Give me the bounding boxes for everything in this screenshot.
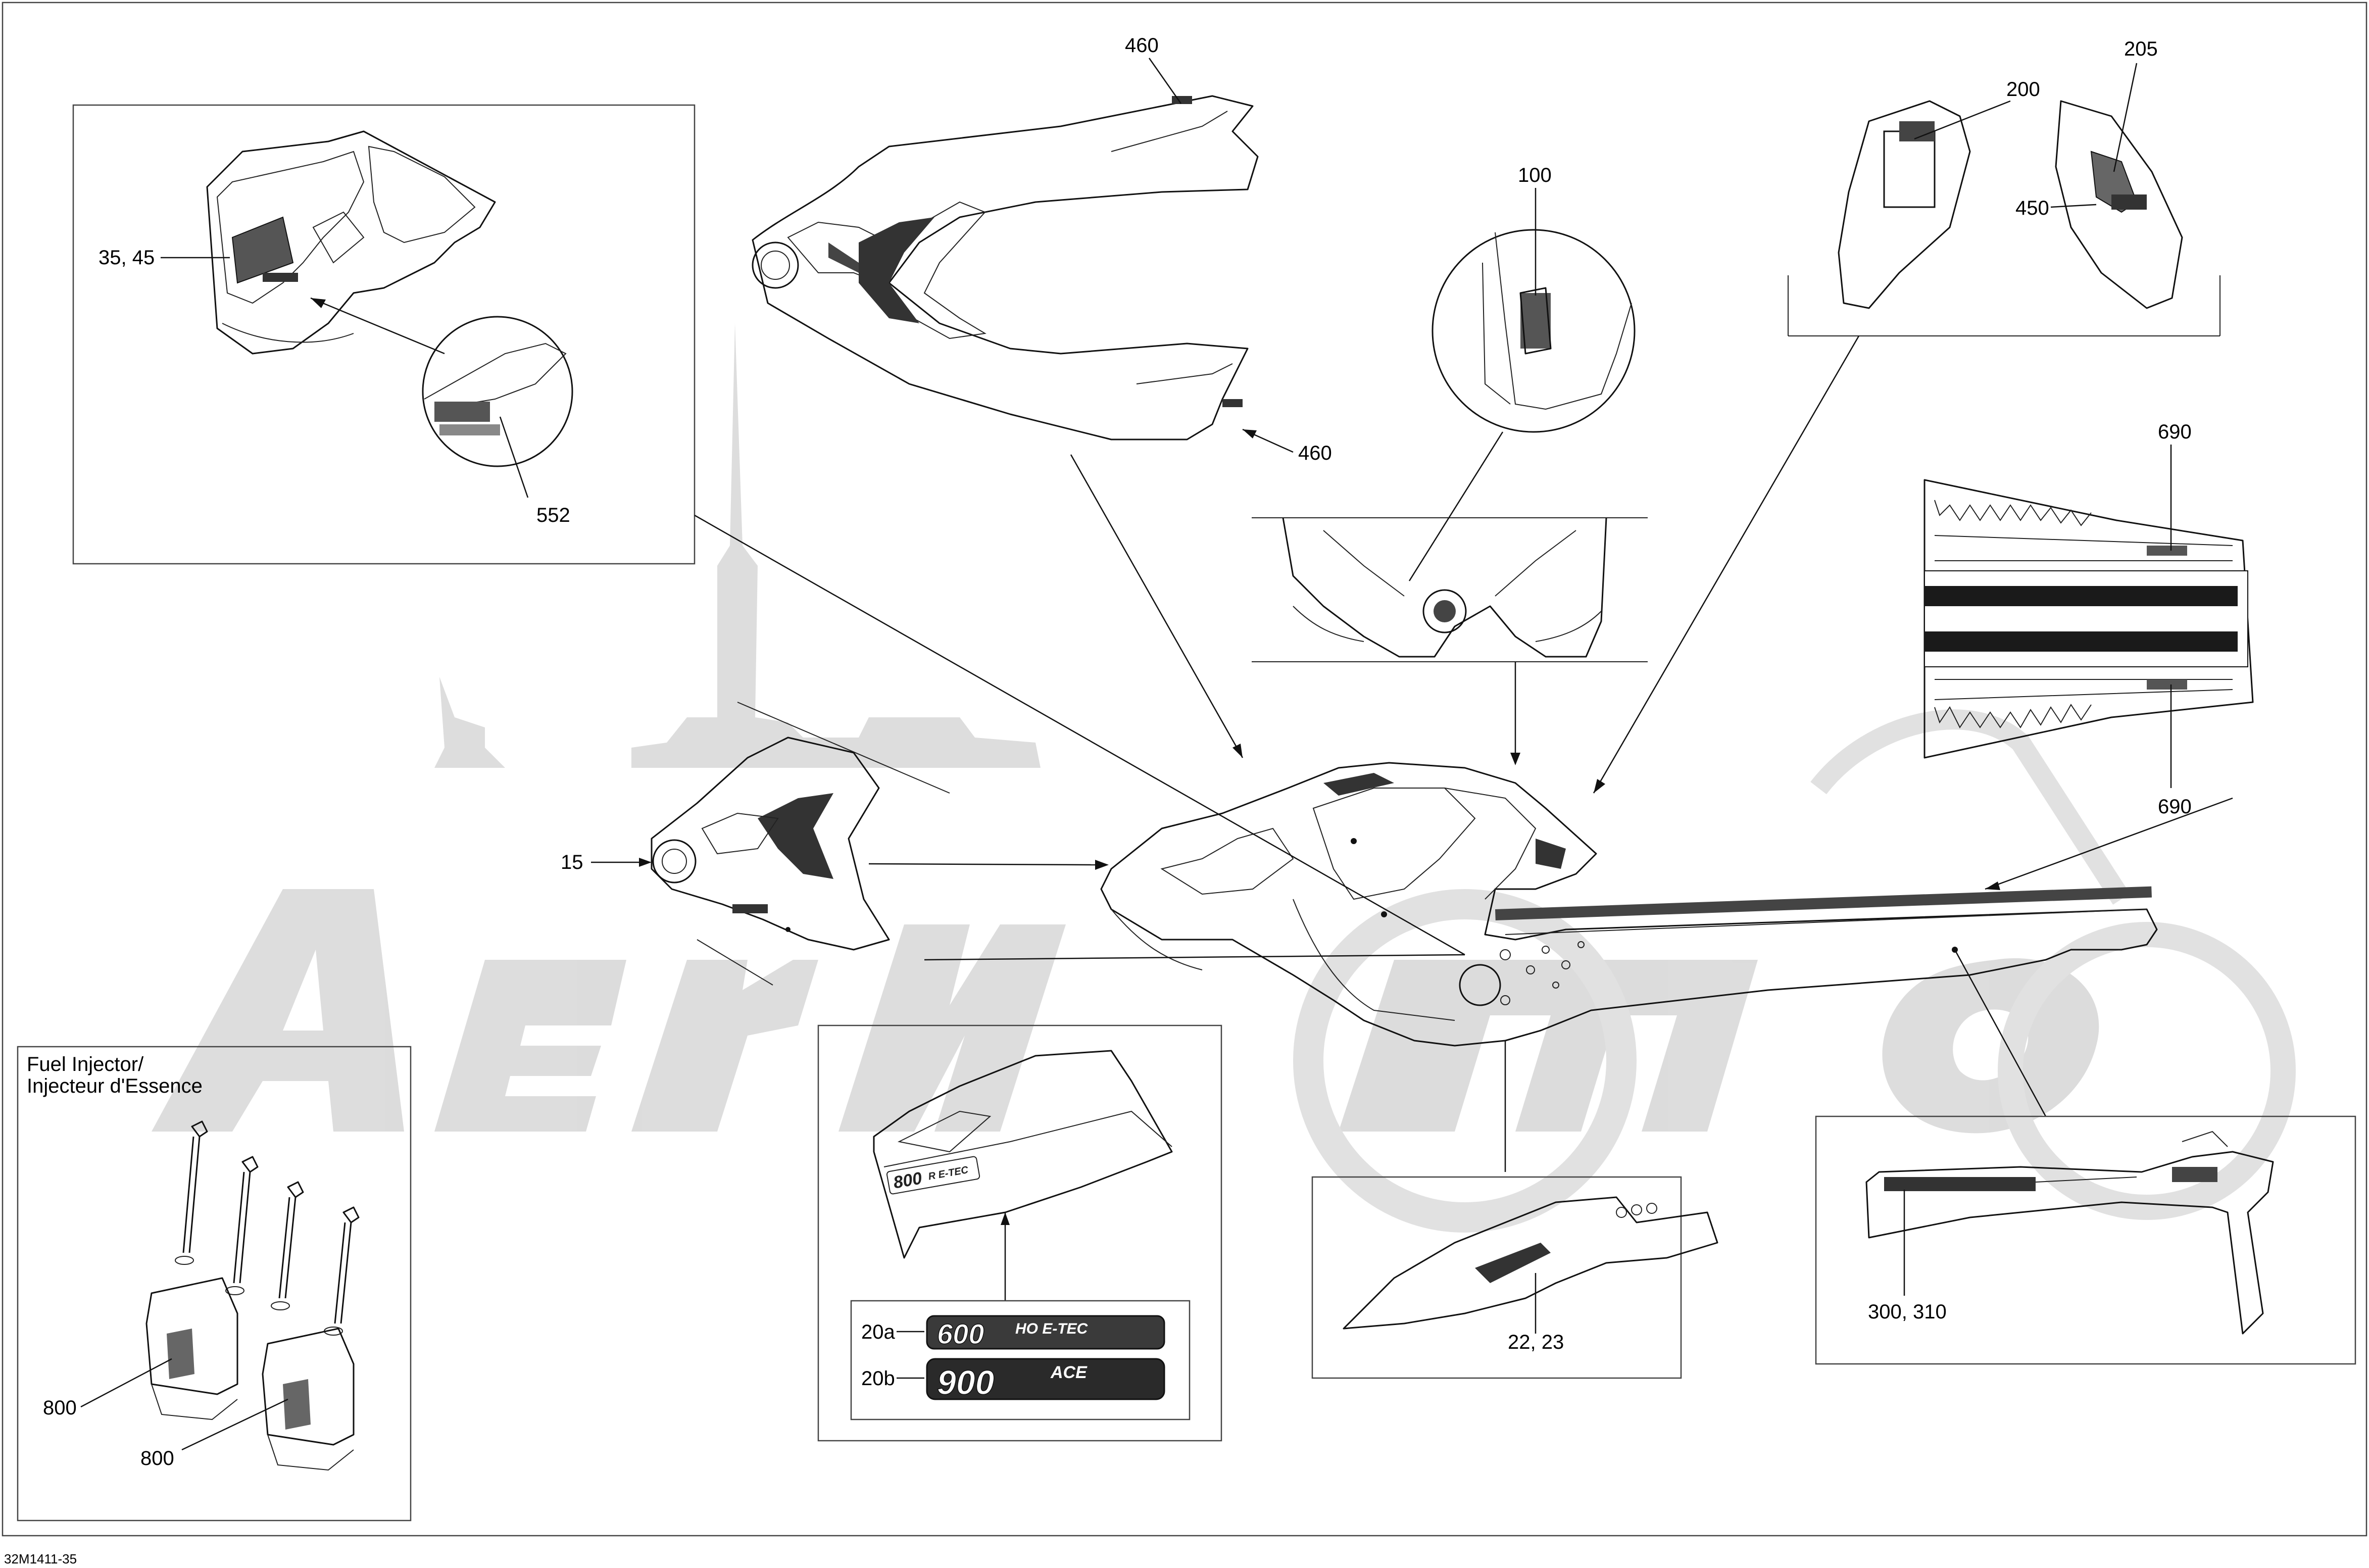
detail-side-panel-lower: 22, 23 (1311, 1176, 1718, 1379)
callout-300-310: 300, 310 (1868, 1301, 1947, 1323)
engine-decal-box: 800 R E-TEC 20a 20b 600 HO E-TEC 900 ACE (817, 1024, 1222, 1442)
callout-20b: 20b (861, 1367, 895, 1390)
callout-100: 100 (1518, 164, 1552, 186)
callout-800-a: 800 (43, 1397, 77, 1419)
callout-690-bottom: 690 (2158, 796, 2192, 818)
drawing-border (2, 2, 2367, 1537)
callout-552: 552 (536, 504, 570, 526)
callout-200: 200 (2006, 78, 2040, 101)
decal-600-suffix: HO E-TEC (1015, 1320, 1089, 1337)
callout-15: 15 (561, 851, 583, 873)
main-sled-assembly (694, 454, 2233, 1172)
decal-900-suffix: ACE (1050, 1363, 1088, 1382)
decal-600-number: 600 (937, 1318, 984, 1350)
drawing-id: 32M1411-35 (4, 1551, 77, 1566)
decal-600-ho-etec: 600 HO E-TEC (926, 1315, 1165, 1350)
hood-side-view: 15 (561, 702, 950, 986)
fuel-injector-title-line2: Injecteur d'Essence (27, 1075, 203, 1097)
callout-20a: 20a (861, 1321, 895, 1343)
decal-900-ace: 900 ACE (926, 1358, 1165, 1402)
callout-690-top: 690 (2158, 421, 2192, 443)
tunnel-top-view: 690 690 (1923, 421, 2254, 818)
fuel-injector-box: Fuel Injector/ Injecteur d'Essence 800 8… (17, 1046, 412, 1522)
decal-800r-preview: 800 R E-TEC (886, 1156, 980, 1195)
callout-450: 450 (2015, 197, 2049, 219)
callout-205: 205 (2124, 38, 2158, 60)
callout-35-45: 35, 45 (98, 247, 155, 269)
callout-22-23: 22, 23 (1508, 1331, 1564, 1353)
callout-460-bottom: 460 (1298, 442, 1332, 464)
hood-top-view: 460 460 (752, 34, 1332, 464)
detail-box-side-panel: 35, 45 552 (72, 104, 696, 565)
fuel-injector-title-line1: Fuel Injector/ (27, 1053, 144, 1075)
callout-800-b: 800 (140, 1447, 174, 1469)
side-panels-pair: 200 205 450 (1593, 38, 2220, 794)
watermark (152, 323, 2296, 1233)
detail-console: 100 (1252, 164, 1648, 765)
decal-900-number: 900 (937, 1363, 995, 1402)
detail-tunnel-side: 300, 310 (1815, 1115, 2356, 1365)
callout-460-top: 460 (1125, 34, 1159, 57)
